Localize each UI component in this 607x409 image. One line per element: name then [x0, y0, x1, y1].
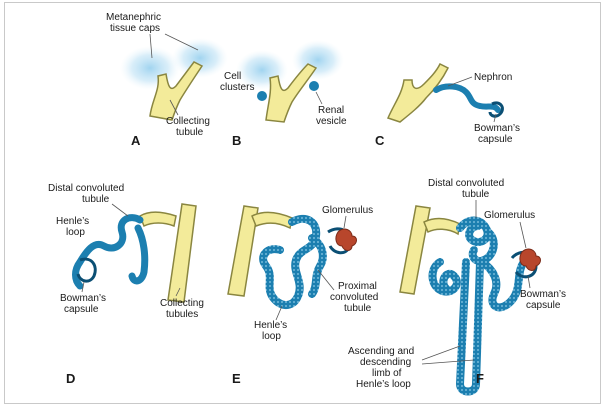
- leader-line: [81, 281, 85, 293]
- label-bowmans-capsule: capsule: [478, 134, 513, 145]
- label-metanephric: Metanephric: [106, 12, 161, 23]
- label-metanephric: tissue caps: [110, 23, 160, 34]
- leader-line: [111, 203, 129, 217]
- label-distal-convoluted: Distal convoluted: [428, 178, 504, 189]
- panel-d: D Distal convoluted tubule Henle’s loop …: [48, 183, 204, 386]
- label-renal-vesicle: Renal: [318, 105, 344, 116]
- panel-e-letter: E: [232, 371, 241, 386]
- collecting-tubule-shape: [399, 205, 431, 295]
- tissue-cap: [172, 38, 228, 78]
- label-henles-loop: loop: [262, 331, 281, 342]
- leader-line: [519, 221, 527, 249]
- leader-line: [164, 33, 199, 51]
- label-proximal-convoluted: Proximal: [338, 281, 377, 292]
- label-renal-vesicle: vesicle: [316, 116, 347, 127]
- label-distal-convoluted: Distal convoluted: [48, 183, 124, 194]
- tissue-cap: [120, 46, 180, 90]
- panel-f-letter: F: [476, 371, 484, 386]
- bowmans-capsule-shape: [76, 257, 97, 283]
- leader-line: [169, 99, 179, 116]
- label-bowmans-capsule: Bowman’s: [520, 289, 566, 300]
- label-proximal-convoluted: convoluted: [330, 292, 378, 303]
- label-ascending-descending: Henle’s loop: [356, 379, 411, 390]
- leader-line: [315, 91, 323, 105]
- renal-vesicle: [309, 81, 319, 91]
- panel-b: B Cell clusters Renal vesicle: [220, 40, 347, 148]
- leader-line: [421, 345, 461, 361]
- label-cell-clusters: Cell: [224, 71, 241, 82]
- nephron-shape: [433, 83, 501, 113]
- label-henles-loop: Henle’s: [56, 216, 89, 227]
- label-ascending-descending: limb of: [372, 368, 402, 379]
- panel-c-letter: C: [375, 133, 385, 148]
- collecting-tubule-shape: [167, 203, 197, 303]
- label-distal-convoluted: tubule: [462, 189, 490, 200]
- nephron-shape: [259, 214, 321, 309]
- label-proximal-convoluted: tubule: [344, 303, 372, 314]
- leader-line: [317, 269, 335, 291]
- cell-cluster: [257, 91, 267, 101]
- collecting-tubule-shape: [139, 211, 177, 228]
- glomerulus-shape: [335, 228, 357, 251]
- panel-c: C Nephron Bowman’s capsule: [375, 62, 520, 148]
- leader-line: [343, 215, 347, 229]
- panel-a: A Metanephric tissue caps Collecting tub…: [106, 12, 228, 148]
- panel-d-letter: D: [66, 371, 75, 386]
- label-collecting-tubule: tubule: [176, 127, 204, 138]
- label-bowmans-capsule: Bowman’s: [474, 123, 520, 134]
- collecting-tubule-shape: [265, 63, 318, 123]
- leader-line: [527, 275, 531, 289]
- leader-line: [275, 305, 283, 321]
- leader-line: [421, 359, 475, 365]
- nephron-shape: [478, 258, 528, 312]
- leader-line: [493, 113, 497, 123]
- label-glomerulus: Glomerulus: [484, 210, 535, 221]
- label-nephron: Nephron: [474, 72, 512, 83]
- loop-of-henle-shape: [455, 258, 484, 396]
- leader-line: [175, 287, 181, 297]
- nephron-shape: [456, 216, 492, 247]
- leader-line: [149, 33, 153, 59]
- label-collecting-tubules: Collecting: [160, 298, 204, 309]
- label-ascending-descending: Ascending and: [348, 346, 414, 357]
- collecting-tubule-shape: [251, 211, 293, 230]
- label-bowmans-capsule: capsule: [526, 300, 561, 311]
- label-ascending-descending: descending: [360, 357, 411, 368]
- label-distal-convoluted: tubule: [82, 194, 110, 205]
- nephron-shape: [128, 224, 149, 285]
- label-bowmans-capsule: capsule: [64, 304, 99, 315]
- panel-e: E Glomerulus Proximal convoluted tubule …: [227, 205, 378, 386]
- leader-line: [447, 76, 473, 87]
- collecting-tubule-shape: [149, 61, 204, 121]
- panel-a-letter: A: [131, 133, 141, 148]
- nephron-shape: [428, 258, 461, 296]
- bowmans-capsule-shape: [488, 101, 504, 118]
- label-henles-loop: loop: [66, 227, 85, 238]
- collecting-tubule-shape: [423, 217, 461, 236]
- glomerulus-shape: [519, 248, 541, 271]
- label-collecting-tubules: tubules: [166, 309, 198, 320]
- nephron-shape: [72, 214, 144, 290]
- collecting-tubule-shape: [386, 62, 450, 123]
- label-glomerulus: Glomerulus: [322, 205, 373, 216]
- label-bowmans-capsule: Bowman’s: [60, 293, 106, 304]
- label-henles-loop: Henle’s: [254, 320, 287, 331]
- nephron-shape: [308, 234, 327, 298]
- collecting-tubule-shape: [227, 205, 259, 297]
- label-collecting-tubule: Collecting: [166, 116, 210, 127]
- panel-f: F Distal convoluted tubule Glomerulus Bo…: [348, 178, 566, 396]
- panel-b-letter: B: [232, 133, 241, 148]
- label-cell-clusters: clusters: [220, 82, 254, 93]
